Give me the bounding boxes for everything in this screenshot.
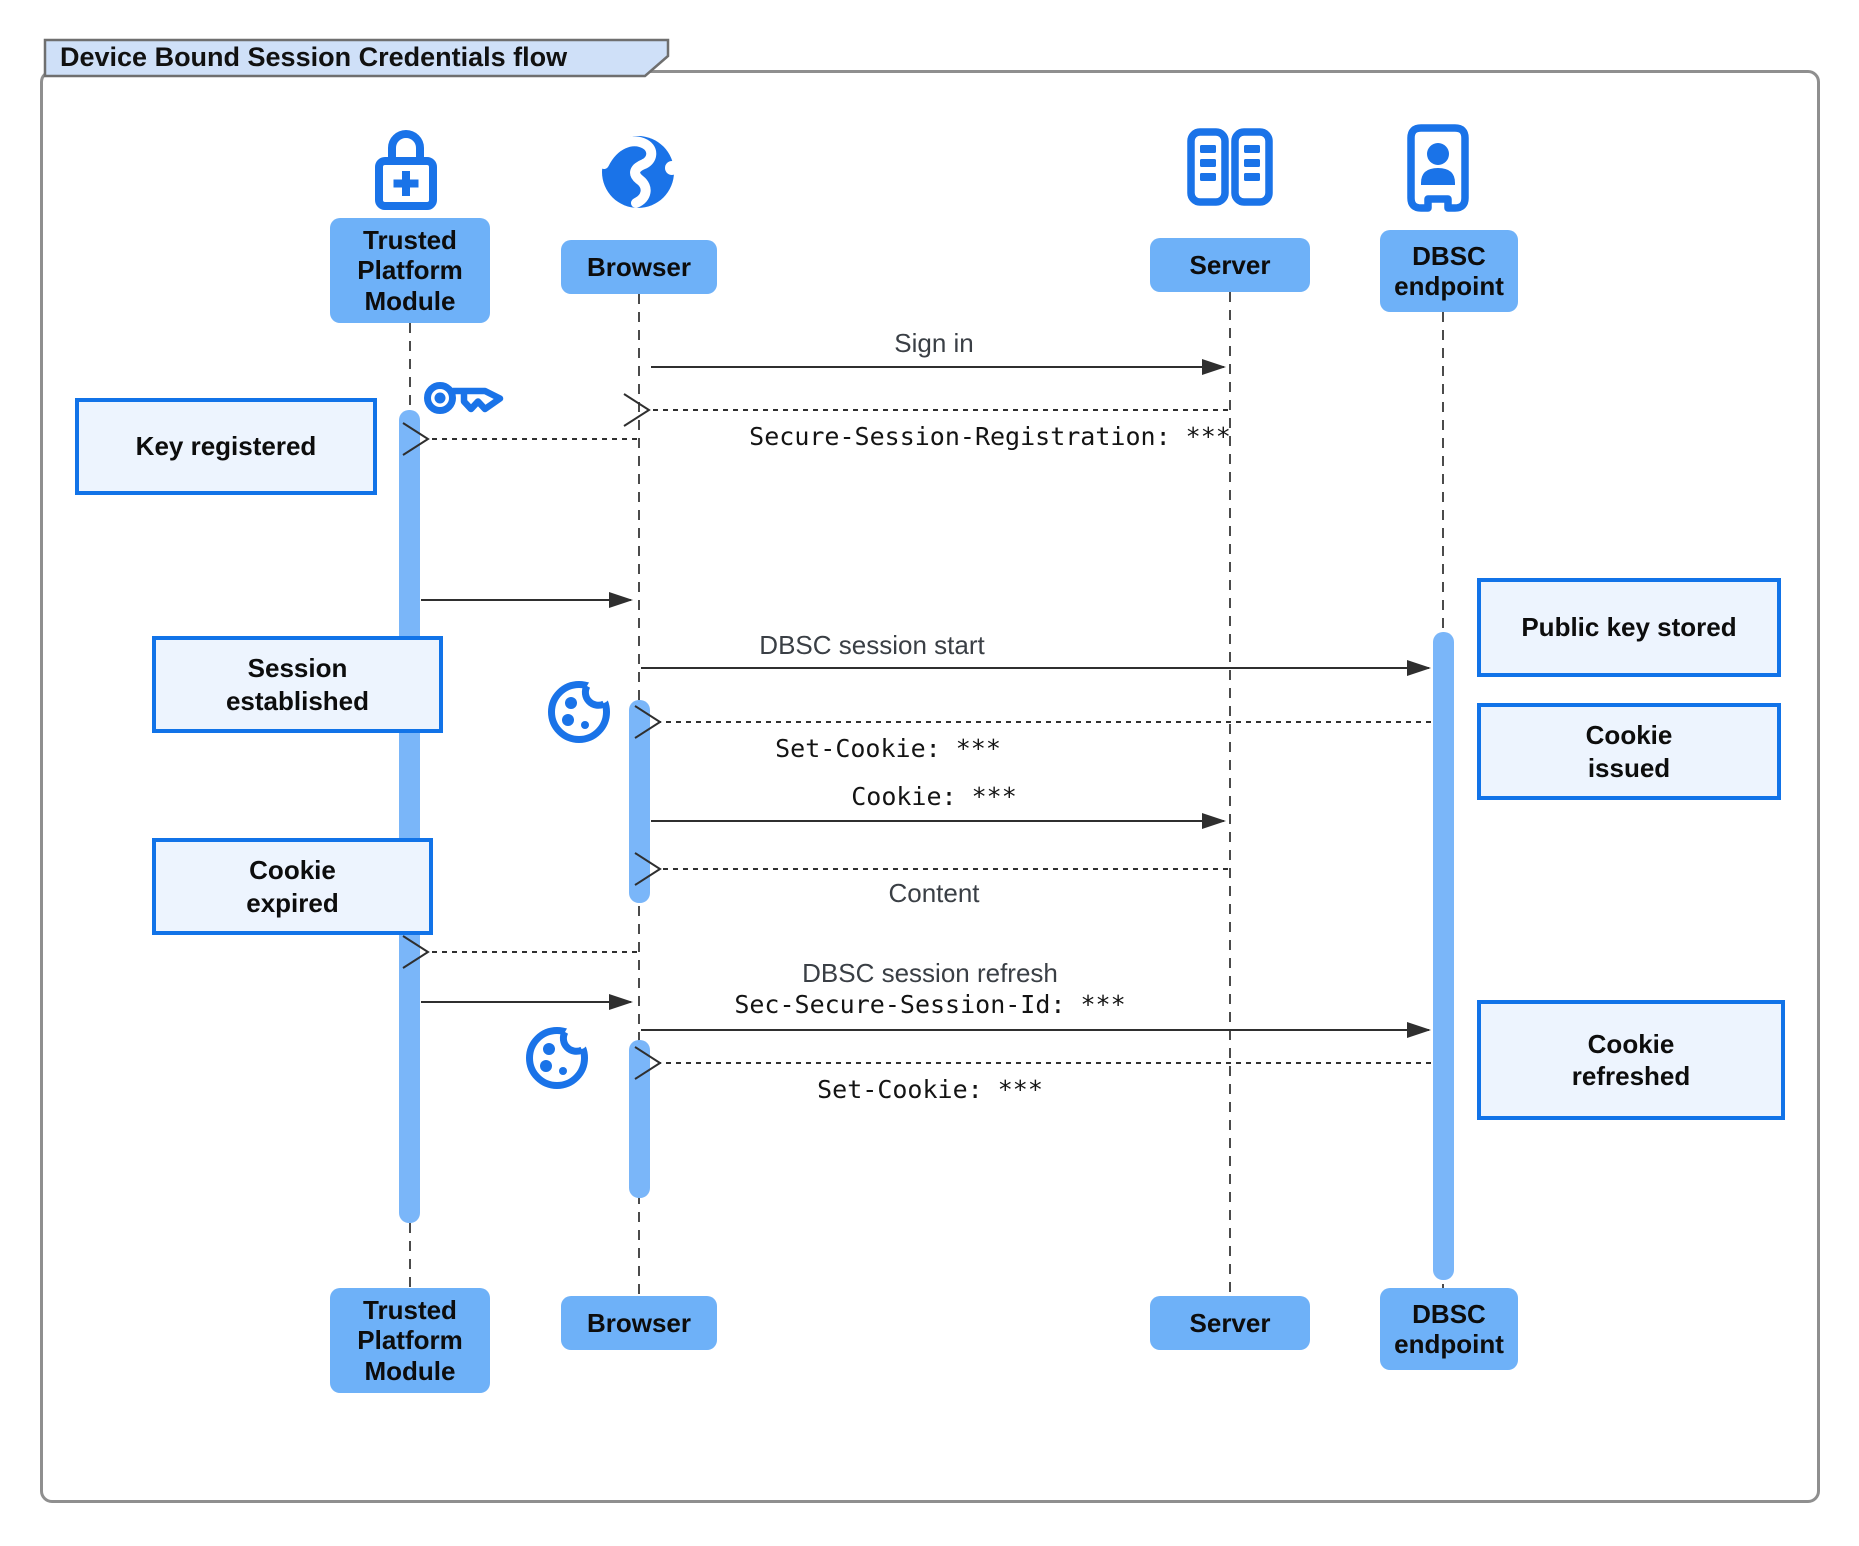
note-session-established: Session established <box>152 636 443 733</box>
person-door-icon <box>1407 124 1469 212</box>
message-sign-in: Sign in <box>894 328 974 358</box>
message-dbsc-session-refresh: DBSC session refresh <box>802 958 1058 988</box>
actor-dbsc-top: DBSC endpoint <box>1380 230 1518 312</box>
message-secure-session-registration: Secure-Session-Registration: *** <box>749 422 1231 451</box>
globe-icon <box>600 136 676 208</box>
note-public-key-stored: Public key stored <box>1477 578 1781 677</box>
actor-dbsc-bottom: DBSC endpoint <box>1380 1288 1518 1370</box>
activation-browser-2 <box>629 1040 650 1198</box>
actor-server-bottom: Server <box>1150 1296 1310 1350</box>
activation-browser-1 <box>629 700 650 903</box>
message-dbsc-session-start: DBSC session start <box>759 630 985 660</box>
actor-browser-bottom: Browser <box>561 1296 717 1350</box>
actor-tpm-bottom: Trusted Platform Module <box>330 1288 490 1393</box>
lock-plus-icon <box>375 130 437 210</box>
cookie-icon <box>548 678 612 743</box>
actor-server-top: Server <box>1150 238 1310 292</box>
message-content: Content <box>888 878 980 908</box>
key-icon <box>424 382 504 414</box>
note-cookie-refreshed: Cookie refreshed <box>1477 1000 1785 1120</box>
server-racks-icon <box>1187 128 1273 206</box>
title-tab <box>43 38 670 78</box>
message-set-cookie-1: Set-Cookie: *** <box>775 734 1001 763</box>
note-cookie-expired: Cookie expired <box>152 838 433 935</box>
message-set-cookie-2: Set-Cookie: *** <box>817 1075 1043 1104</box>
message-cookie: Cookie: *** <box>851 782 1017 811</box>
activation-bars <box>399 410 1454 1280</box>
cookie-icon <box>526 1024 590 1089</box>
diagram-title: Device Bound Session Credentials flow <box>60 42 568 72</box>
note-cookie-issued: Cookie issued <box>1477 703 1781 800</box>
activation-tpm <box>399 410 420 1223</box>
actor-tpm-top: Trusted Platform Module <box>330 218 490 323</box>
actor-browser-top: Browser <box>561 240 717 294</box>
message-arrows <box>402 359 1431 1080</box>
note-key-registered: Key registered <box>75 398 377 495</box>
activation-dbsc <box>1433 632 1454 1280</box>
message-sec-secure-session-id: Sec-Secure-Session-Id: *** <box>734 990 1126 1019</box>
